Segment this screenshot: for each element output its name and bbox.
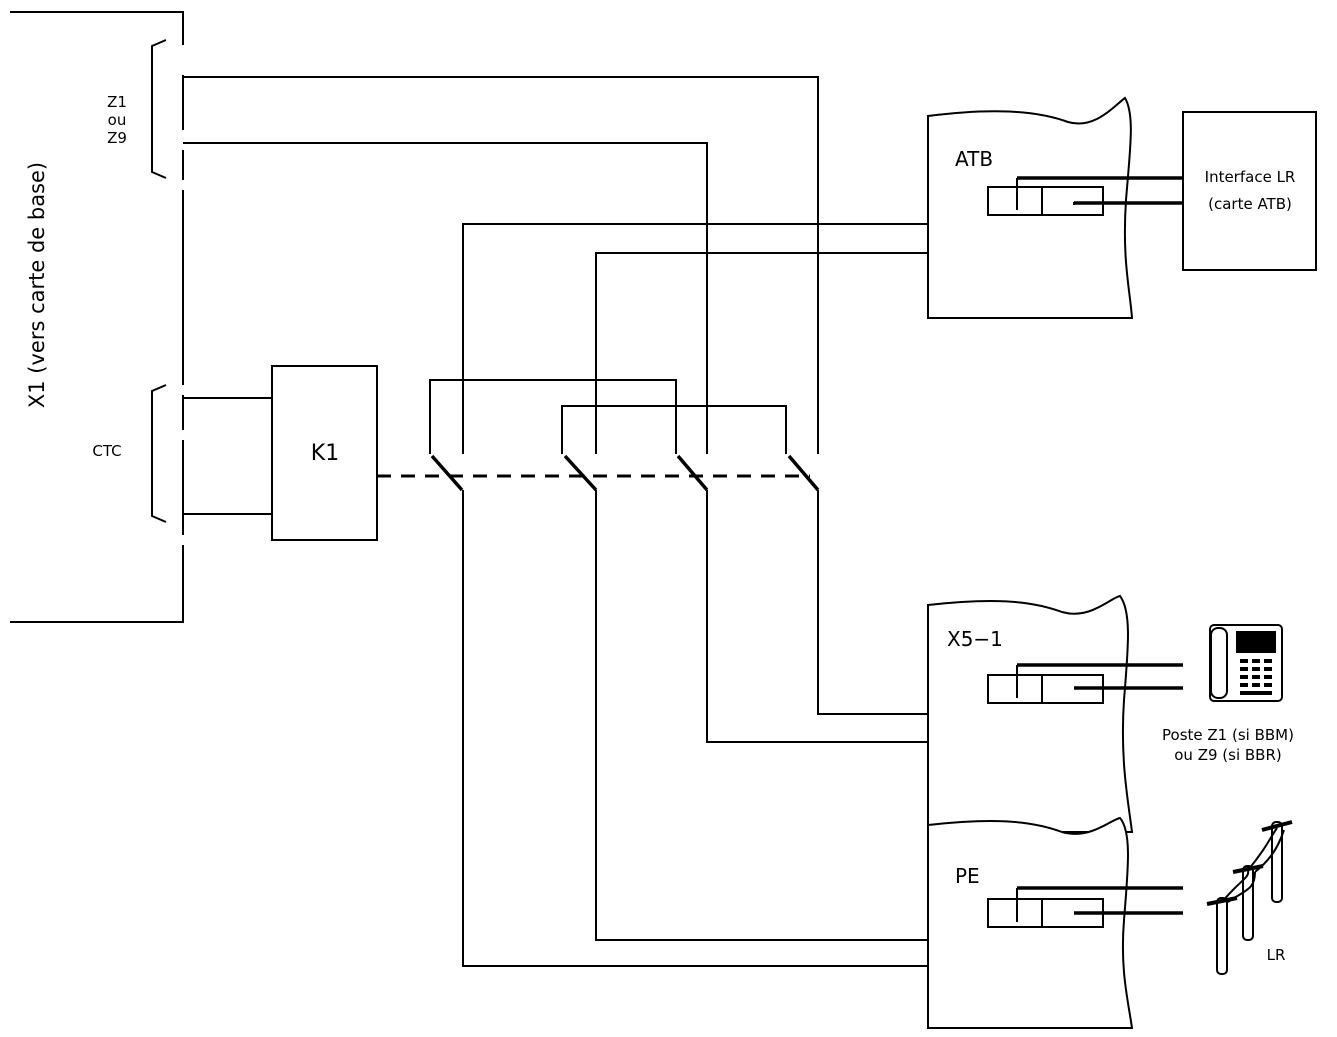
telephone-icon — [1209, 624, 1283, 702]
pe-label: PE — [955, 864, 980, 888]
z9-label: Z9 — [107, 129, 127, 147]
contact-bridge-outer — [429, 379, 677, 454]
x5-label: X5−1 — [947, 627, 1003, 651]
contact-blade-2 — [563, 454, 598, 492]
z-wire-1 — [183, 76, 819, 454]
x1-connector — [10, 11, 184, 623]
atb-label: ATB — [955, 147, 993, 171]
poste-label: Poste Z1 (si BBM) — [1162, 726, 1294, 744]
ou-label: ou — [108, 111, 127, 129]
z-bracket — [151, 39, 167, 179]
k1-label: K1 — [311, 441, 339, 466]
interface-lr-sublabel: (carte ATB) — [1208, 195, 1292, 213]
x5-card: X5−1 — [927, 594, 1183, 833]
k1-relay-box — [271, 365, 378, 541]
interface-lr-box — [1182, 111, 1317, 271]
telephone-poles-icon — [1206, 820, 1293, 975]
lr-label: LR — [1267, 946, 1286, 964]
pe-card: PE — [927, 816, 1183, 1029]
atb-connector — [987, 186, 1104, 216]
poste-sublabel: ou Z9 (si BBR) — [1174, 746, 1282, 764]
x1-side-label: X1 (vers carte de base) — [25, 162, 49, 408]
interface-lr-label: Interface LR — [1205, 168, 1296, 186]
ctc-bracket — [151, 384, 167, 523]
atb-card: ATB — [927, 96, 1183, 319]
z1-label: Z1 — [107, 93, 127, 111]
contact-blade-4 — [787, 454, 820, 492]
contact-bridge-inner — [561, 405, 787, 454]
z-wire-2 — [183, 142, 708, 454]
ctc-label: CTC — [92, 442, 121, 460]
relay-contacts — [430, 454, 820, 492]
contact-blade-3 — [676, 454, 709, 492]
contact-blade-1 — [430, 454, 464, 492]
